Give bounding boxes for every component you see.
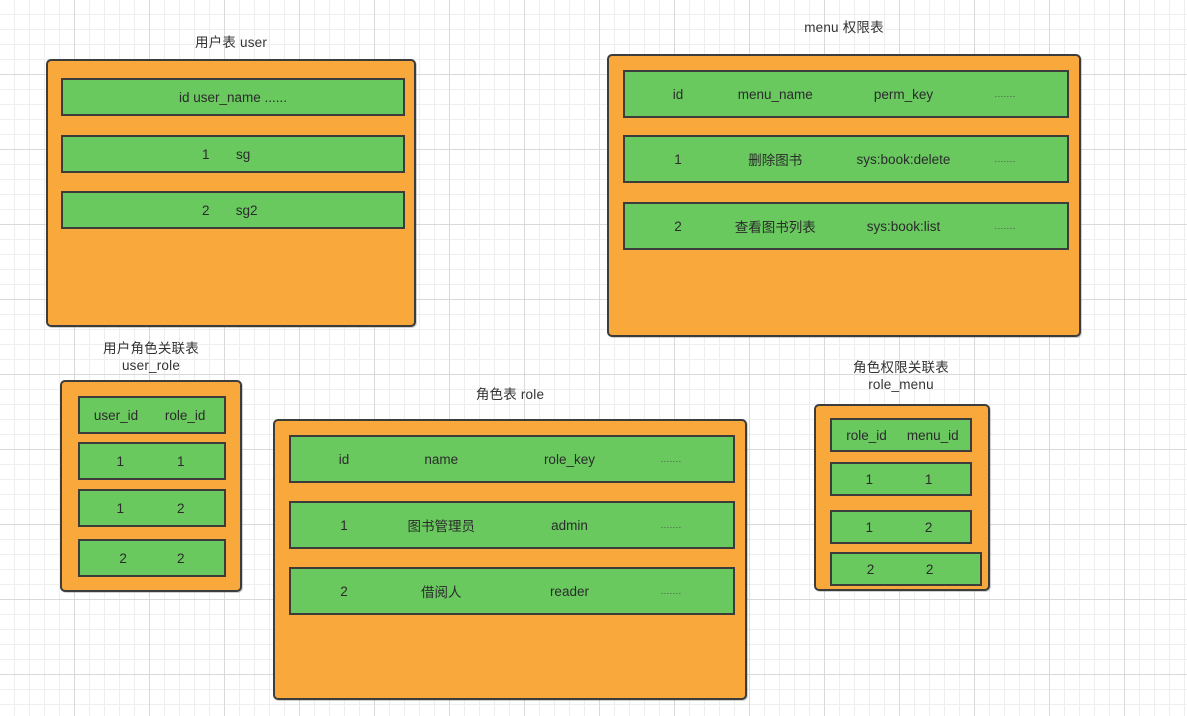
table-row[interactable]: 1 sg (61, 135, 405, 173)
cell-id: id (672, 86, 684, 102)
cell-role-id: 2 (866, 561, 875, 577)
cell-menu-name: 删除图书 (748, 153, 803, 168)
table-row[interactable]: role_id menu_id (830, 418, 972, 452)
cell-menu-id: 1 (924, 471, 933, 487)
table-row[interactable]: id name role_key ....... (289, 435, 735, 483)
cell-id: 1 (674, 151, 682, 167)
cell-ellipsis: ....... (660, 520, 682, 530)
cell-id: 2 (674, 218, 682, 234)
cell-ellipsis: ....... (994, 221, 1016, 231)
cell-user-id: 1 (116, 500, 125, 516)
cell-user-name: sg2 (235, 202, 258, 218)
cell-role-id: 1 (177, 453, 185, 469)
table-row[interactable]: 1 1 (78, 442, 226, 480)
table-row[interactable]: 1 删除图书 sys:book:delete ....... (623, 135, 1069, 183)
table-row[interactable]: 2 借阅人 reader ....... (289, 567, 735, 615)
cell-menu-id: 2 (924, 519, 933, 535)
table-row[interactable]: 1 2 (78, 489, 226, 527)
cell-role-key: reader (549, 583, 589, 599)
cell-menu-id: menu_id (906, 427, 959, 443)
table-title-menu: menu 权限表 (804, 20, 884, 35)
cell-ellipsis: ....... (660, 454, 682, 464)
table-row[interactable]: 1 2 (830, 510, 972, 544)
cell-name: 图书管理员 (407, 519, 476, 534)
table-row[interactable]: 2 2 (78, 539, 226, 577)
cell-role-id: 2 (177, 550, 185, 566)
cell-role-id: role_id (164, 407, 206, 423)
table-title-user-role: 用户角色关联表 user_role (103, 341, 199, 373)
cell-role-key: role_key (543, 451, 595, 467)
table-title-user: 用户表 user (194, 35, 268, 50)
cell-role-key: admin (551, 517, 588, 533)
table-title-role: 角色表 role (475, 387, 545, 402)
cell-user-id: 1 (116, 453, 125, 469)
table-box-user-role[interactable]: user_id role_id 1 1 1 2 2 2 (60, 380, 242, 592)
cell-name: 借阅人 (421, 585, 462, 600)
cell-ellipsis: ....... (994, 154, 1016, 164)
cell-menu-name: 查看图书列表 (734, 220, 816, 235)
cell-ellipsis: ....... (994, 89, 1016, 99)
cell-user-id: user_id (93, 407, 139, 423)
table-row[interactable]: user_id role_id (78, 396, 226, 434)
cell-id: 2 (202, 202, 210, 218)
cell-role-id: role_id (846, 427, 887, 443)
cell-role-id: 1 (865, 519, 874, 535)
table-row[interactable]: id user_name ...... (61, 78, 405, 116)
table-box-role[interactable]: id name role_key ....... 1 图书管理员 admin .… (273, 419, 747, 700)
table-row[interactable]: 1 图书管理员 admin ....... (289, 501, 735, 549)
cell-id: 1 (202, 146, 210, 162)
table-box-user[interactable]: id user_name ...... 1 sg 2 sg2 (46, 59, 416, 327)
table-row[interactable]: 2 sg2 (61, 191, 405, 229)
cell-header-user: id user_name ...... (178, 89, 288, 105)
table-box-role-menu[interactable]: role_id menu_id 1 1 1 2 2 2 (814, 404, 990, 591)
table-title-role-menu: 角色权限关联表 role_menu (853, 360, 949, 392)
cell-id: 1 (340, 517, 348, 533)
cell-perm-key: sys:book:list (866, 218, 941, 234)
cell-name: name (424, 451, 459, 467)
cell-menu-id: 2 (925, 561, 934, 577)
table-box-menu[interactable]: id menu_name perm_key ....... 1 删除图书 sys… (607, 54, 1081, 337)
cell-user-name: sg (236, 146, 251, 162)
table-row[interactable]: 2 2 (830, 552, 982, 586)
cell-perm-key: sys:book:delete (856, 151, 951, 167)
table-row[interactable]: 2 查看图书列表 sys:book:list ....... (623, 202, 1069, 250)
table-row[interactable]: id menu_name perm_key ....... (623, 70, 1069, 118)
cell-role-id: 2 (177, 500, 185, 516)
cell-id: id (338, 451, 350, 467)
cell-id: 2 (340, 583, 348, 599)
cell-ellipsis: ....... (660, 586, 682, 596)
cell-user-id: 2 (119, 550, 127, 566)
cell-perm-key: perm_key (873, 86, 934, 102)
cell-menu-name: menu_name (737, 86, 813, 102)
cell-role-id: 1 (865, 471, 874, 487)
table-row[interactable]: 1 1 (830, 462, 972, 496)
